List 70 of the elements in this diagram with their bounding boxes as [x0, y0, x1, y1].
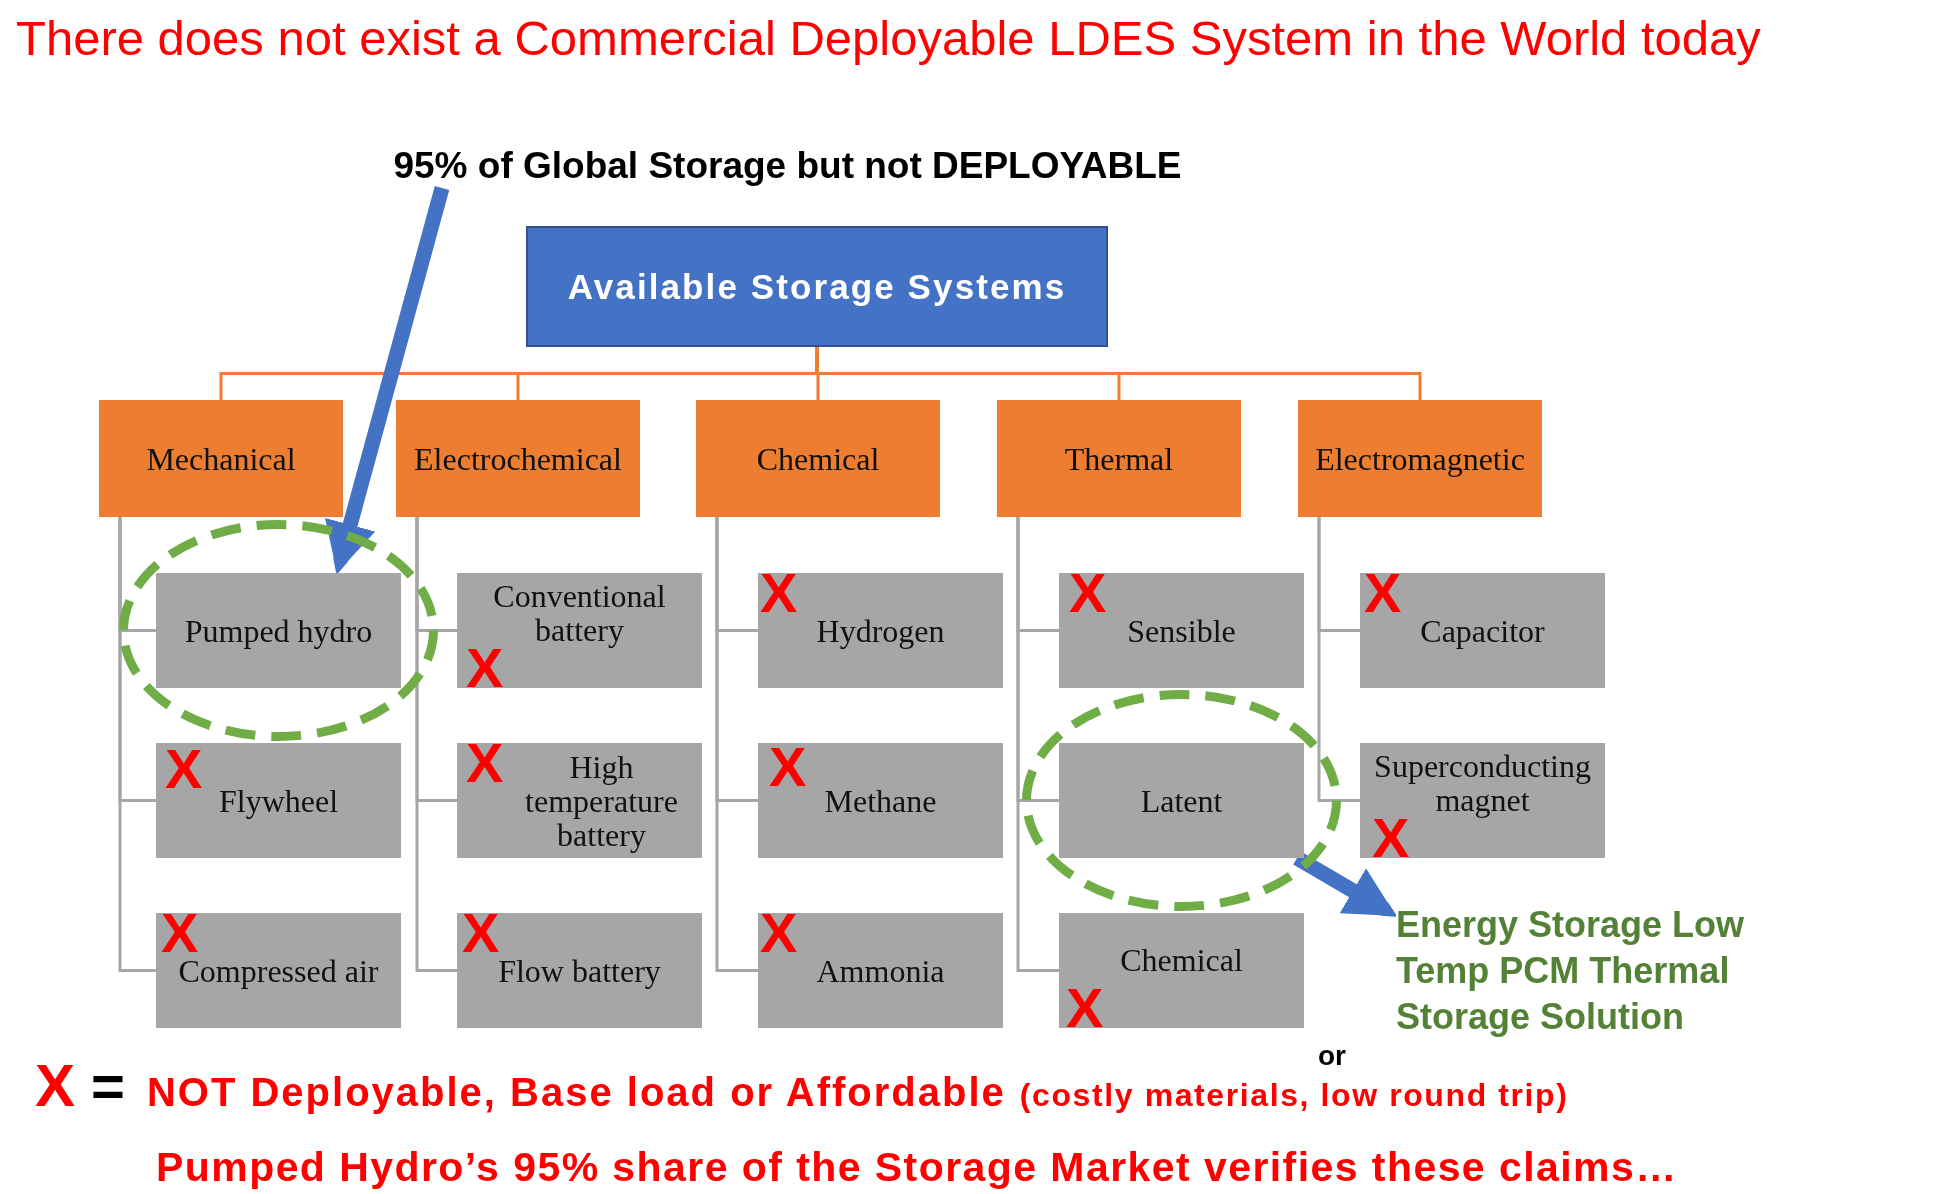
- storage-type-label: Pumped hydro: [184, 613, 373, 648]
- category-label: Electromagnetic: [1315, 440, 1525, 477]
- highlight-ellipse: [119, 520, 438, 741]
- storage-type-box: [1360, 743, 1605, 858]
- cross-mark: X: [769, 747, 807, 787]
- root-box: [526, 226, 1108, 347]
- page-title: There does not exist a Commercial Deployable LDES System in the World today: [16, 10, 1761, 66]
- storage-type-box: [457, 743, 702, 858]
- storage-type-box: [156, 743, 401, 858]
- cross-mark: X: [1372, 818, 1410, 858]
- cross-mark: X: [165, 749, 203, 789]
- storage-type-box: [457, 913, 702, 1028]
- cross-mark: X: [760, 573, 798, 613]
- callout-text: 95% of Global Storage but not DEPLOYABLE: [370, 144, 1205, 188]
- category-label: Chemical: [756, 440, 880, 477]
- storage-type-box: [156, 913, 401, 1028]
- cross-mark: X: [462, 913, 500, 953]
- connector-line: [715, 517, 758, 972]
- storage-type-label: Flow battery: [498, 953, 661, 988]
- storage-type-label: Chemical: [1120, 943, 1243, 977]
- cross-mark: X: [1066, 988, 1104, 1028]
- storage-type-label: Hydrogen: [816, 613, 945, 648]
- category-box: [99, 400, 343, 517]
- legend-text: NOT Deployable, Base load or Affordable: [146, 1069, 1006, 1116]
- footer-note: Pumped Hydro’s 95% share of the Storage Market verifies these claims…: [156, 1144, 1678, 1190]
- storage-type-box: [156, 573, 401, 688]
- note-text: or: [1318, 1040, 1346, 1072]
- storage-type-box: [457, 573, 702, 688]
- connector-line: [1016, 517, 1059, 972]
- storage-type-label: Ammonia: [816, 953, 945, 988]
- cross-mark: X: [760, 913, 798, 953]
- storage-type-label: Sensible: [1127, 613, 1236, 648]
- storage-type-label: Capacitor: [1420, 613, 1545, 648]
- connector-line: [415, 517, 457, 972]
- storage-type-label: Methane: [824, 783, 937, 818]
- connector-line: [1317, 517, 1360, 802]
- storage-type-box: [758, 743, 1003, 858]
- storage-type-box: [1059, 743, 1304, 858]
- storage-type-box: [1360, 573, 1605, 688]
- storage-type-box: [758, 913, 1003, 1028]
- root-title-label: Available Storage Systems: [567, 265, 1067, 308]
- arrow: [326, 186, 450, 575]
- category-label: Electrochemical: [414, 440, 622, 477]
- solution-text: Energy Storage Low Temp PCM Thermal Storage Solution: [1396, 902, 1796, 1040]
- storage-type-box: [1059, 913, 1304, 1028]
- cross-mark: X: [161, 913, 199, 953]
- category-box: [396, 400, 640, 517]
- connector-line: [118, 517, 156, 972]
- storage-type-label: Superconducting magnet: [1373, 749, 1592, 817]
- cross-mark: X: [466, 648, 504, 688]
- category-box: [1298, 400, 1542, 517]
- equals-sign-label: =: [91, 1064, 125, 1108]
- storage-type-label: High temperature battery: [524, 749, 679, 852]
- cross-mark: X: [1069, 573, 1107, 613]
- category-label: Mechanical: [146, 440, 296, 477]
- category-box: [997, 400, 1241, 517]
- storage-type-label: Conventional battery: [492, 579, 667, 647]
- category-label: Thermal: [1064, 440, 1174, 477]
- highlight-ellipse: [1022, 690, 1341, 911]
- cross-mark: X: [1364, 573, 1402, 613]
- category-box: [696, 400, 940, 517]
- cross-mark: X: [35, 1064, 76, 1108]
- cross-mark: X: [466, 743, 504, 783]
- storage-type-box: [1059, 573, 1304, 688]
- storage-type-box: [758, 573, 1003, 688]
- storage-type-label: Compressed air: [178, 953, 379, 988]
- connector-line: [815, 347, 1422, 400]
- storage-type-label: Flywheel: [218, 783, 339, 818]
- legend-note: (costly materials, low round trip): [1019, 1076, 1569, 1115]
- storage-type-label: Latent: [1140, 783, 1223, 818]
